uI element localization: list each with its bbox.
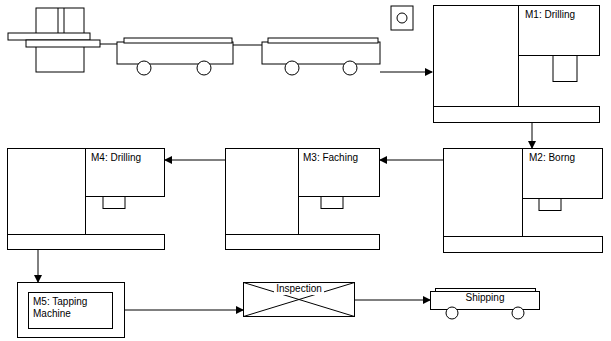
node-label: M5: Tapping Machine	[33, 296, 111, 320]
flow-arrow	[532, 123, 533, 148]
flow-arrow	[355, 300, 430, 301]
node-outline	[433, 5, 600, 123]
flow-arrow	[380, 160, 443, 161]
node-label: M4: Drilling	[91, 152, 161, 164]
node-label: M3: Faching	[303, 152, 375, 164]
shipping-cart: Shipping	[430, 288, 540, 320]
node-label: M1: Drilling	[525, 9, 595, 21]
flow-arrow	[125, 310, 243, 311]
flow-arrow	[38, 250, 39, 282]
facing-machine: M3: Faching	[225, 148, 380, 250]
node-outline	[7, 148, 165, 250]
drilling-machine: M1: Drilling	[433, 5, 600, 123]
inspection-station: Inspection	[243, 282, 355, 317]
node-outline	[225, 148, 380, 250]
node-label: M2: Borng	[529, 152, 599, 164]
boring-machine: M2: Borng	[443, 148, 603, 253]
node-label: Inspection	[274, 283, 324, 295]
drilling-machine: M4: Drilling	[7, 148, 165, 250]
node-outline	[443, 148, 603, 253]
flow-arrow	[165, 160, 225, 161]
tapping-machine: M5: Tapping Machine	[17, 282, 125, 338]
node-label: Shipping	[430, 292, 540, 304]
